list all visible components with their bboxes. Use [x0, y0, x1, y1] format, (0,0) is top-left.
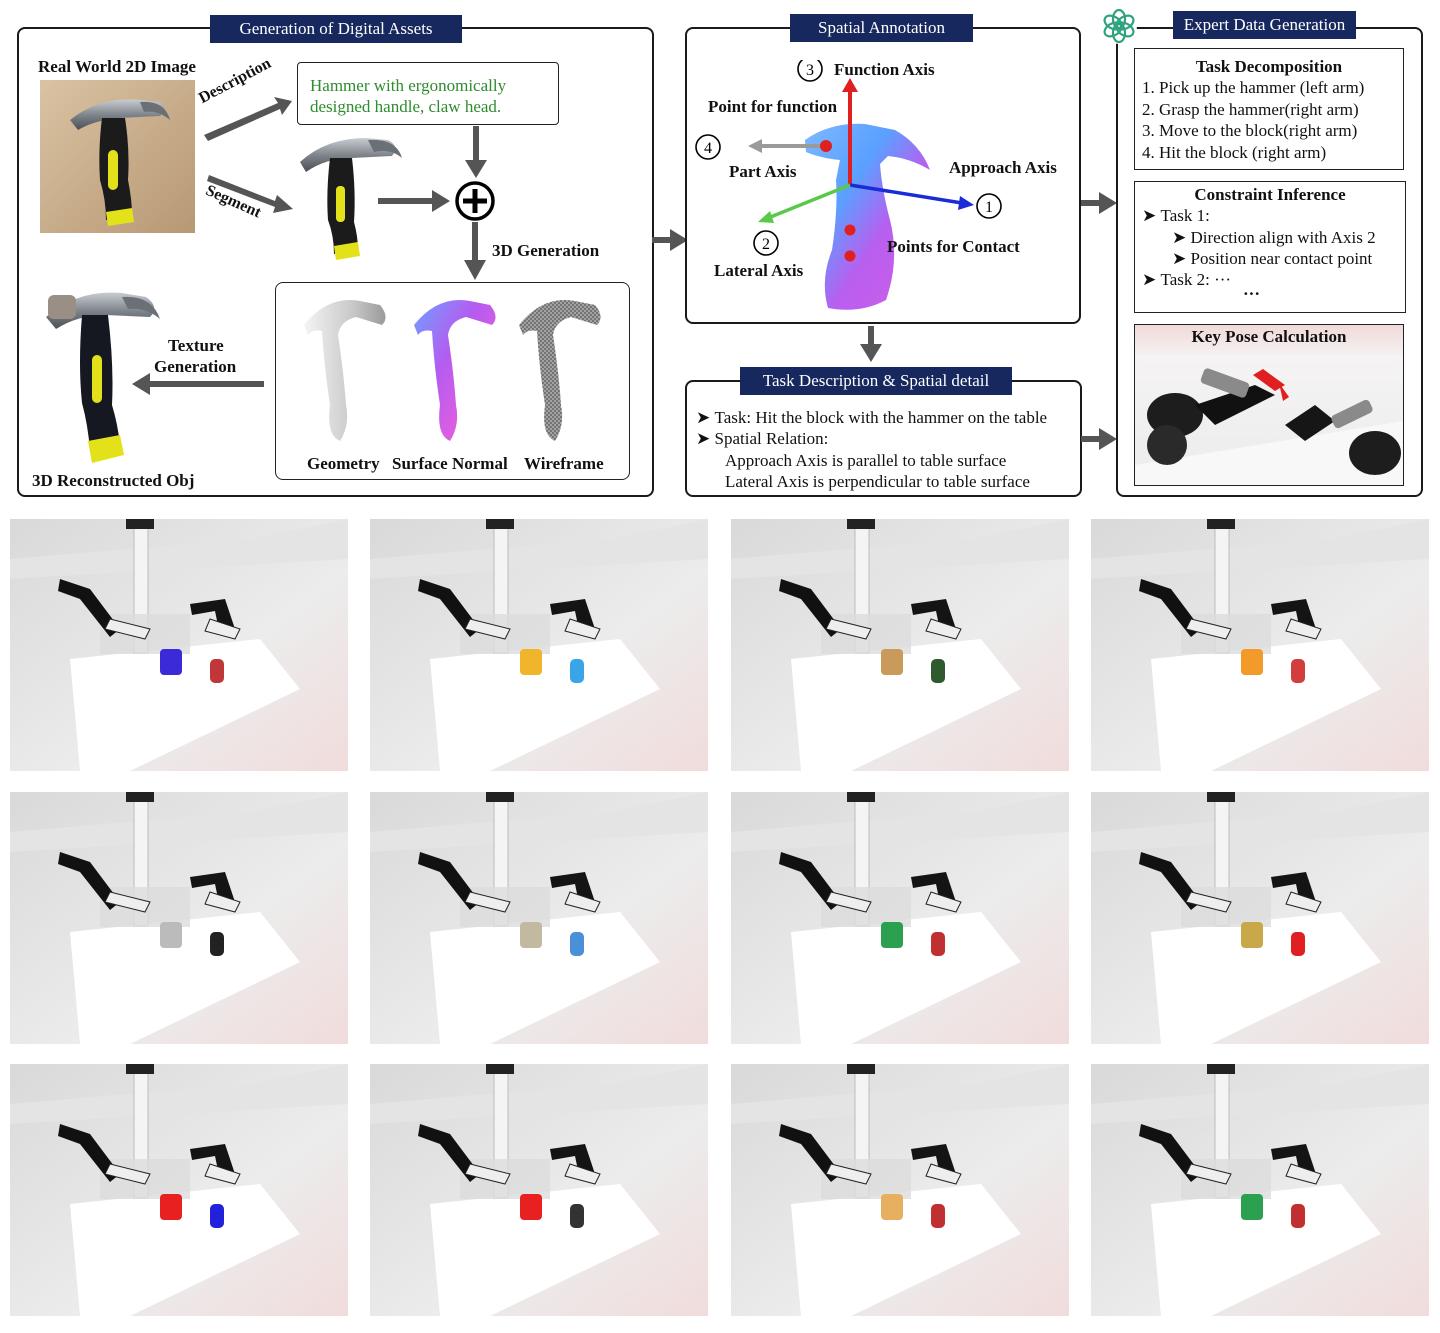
- description-box: [297, 62, 559, 125]
- scene-render: [370, 519, 708, 771]
- relation-2: Lateral Axis is perpendicular to table s…: [725, 472, 1030, 491]
- decomposition-box: [1134, 48, 1404, 170]
- plus-icon: [455, 181, 495, 221]
- constraint-box: [1134, 181, 1406, 313]
- relation-text: Spatial Relation:: [714, 429, 829, 448]
- function-axis-label: Function Axis: [834, 60, 935, 79]
- spatial-annotation-title: Spatial Annotation: [790, 14, 973, 42]
- description-line-1: Hammer with ergonomically: [310, 76, 507, 95]
- description-line-2: designed handle, claw head.: [310, 97, 502, 116]
- point-for-function-label: Point for function: [708, 97, 838, 116]
- constraint-task2-text: Task 2: ···: [1160, 270, 1232, 289]
- digital-assets-title: Generation of Digital Assets: [210, 15, 462, 43]
- constraint-task1-text: Task 1:: [1160, 206, 1210, 225]
- relation-line: ➤ Spatial Relation:: [696, 429, 829, 448]
- desc-to-plus-arrow: [465, 126, 487, 178]
- approach-axis-label: Approach Axis: [949, 158, 1057, 177]
- keypose-title: Key Pose Calculation: [1191, 327, 1347, 346]
- description-arrow: [204, 97, 292, 141]
- num-1: 1: [985, 199, 993, 216]
- surface-normal-render: [414, 300, 496, 441]
- task-line: ➤ Task: Hit the block with the hammer on…: [696, 408, 1048, 427]
- relation-1: Approach Axis is parallel to table surfa…: [725, 451, 1007, 470]
- gen3d-label: 3D Generation: [492, 241, 600, 260]
- constraint-c1: ➤ Direction align with Axis 2: [1172, 228, 1376, 247]
- scene-render: [1091, 1064, 1429, 1316]
- geometry-render: [304, 300, 386, 441]
- geometry-label: Geometry: [307, 454, 380, 473]
- scene-render: [731, 792, 1069, 1044]
- texture-arrow: [132, 373, 264, 395]
- assets-to-annotation-arrow: [652, 229, 688, 251]
- scene-render: [10, 519, 348, 771]
- real-hammer-photo: [40, 80, 195, 233]
- real-image-label: Real World 2D Image: [38, 57, 196, 76]
- scene-render: [370, 792, 708, 1044]
- decomposition-title: Task Decomposition: [1195, 57, 1343, 76]
- texture-label-1: Texture: [168, 336, 224, 355]
- plus-to-3d-arrow: [464, 222, 486, 280]
- num-4: 4: [704, 140, 712, 157]
- segment-to-plus-arrow: [378, 190, 450, 212]
- num-2: 2: [762, 236, 770, 253]
- wireframe-label: Wireframe: [524, 454, 604, 473]
- scene-render: [731, 519, 1069, 771]
- constraint-ellipsis: ···: [1243, 284, 1261, 303]
- scene-render: [1091, 519, 1429, 771]
- reconstructed-label: 3D Reconstructed Obj: [32, 471, 195, 490]
- expert-title: Expert Data Generation: [1173, 11, 1356, 39]
- decomp-step-2: 2. Grasp the hammer(right arm): [1142, 100, 1359, 119]
- points-for-contact-label: Points for Contact: [887, 237, 1020, 256]
- task-description-title: Task Description & Spatial detail: [740, 367, 1012, 395]
- reconstructed-hammer: [46, 292, 160, 463]
- constraint-task2: ➤ Task 2: ···: [1142, 270, 1232, 289]
- annotated-hammer: 3 4 1 2: [695, 60, 1002, 310]
- scene-render: [731, 1064, 1069, 1316]
- segment-arrow: [207, 175, 293, 213]
- decomp-step-3: 3. Move to the block(right arm): [1142, 121, 1358, 140]
- part-axis-label: Part Axis: [729, 162, 797, 181]
- texture-label-2: Generation: [154, 357, 237, 376]
- scene-render: [370, 1064, 708, 1316]
- annotation-to-task-arrow: [860, 326, 882, 362]
- scene-render: [10, 792, 348, 1044]
- num-3: 3: [806, 62, 814, 79]
- surface-normal-label: Surface Normal: [392, 454, 508, 473]
- keypose-render: [1135, 325, 1403, 485]
- openai-logo-icon: [1101, 8, 1137, 44]
- decomp-step-1: 1. Pick up the hammer (left arm): [1142, 78, 1365, 97]
- task-text: Task: Hit the block with the hammer on t…: [714, 408, 1048, 427]
- wireframe-render: [519, 300, 601, 441]
- annotation-to-expert-arrow: [1081, 192, 1117, 214]
- constraint-c1-text: Direction align with Axis 2: [1190, 228, 1376, 247]
- scene-render: [10, 1064, 348, 1316]
- decomp-step-4: 4. Hit the block (right arm): [1142, 143, 1327, 162]
- segmented-hammer: [300, 138, 402, 260]
- constraint-c2-text: Position near contact point: [1190, 249, 1373, 268]
- task-to-expert-arrow: [1081, 428, 1117, 450]
- constraint-c2: ➤ Position near contact point: [1172, 249, 1373, 268]
- lateral-axis-label: Lateral Axis: [714, 261, 804, 280]
- scene-render: [1091, 792, 1429, 1044]
- constraint-title: Constraint Inference: [1194, 185, 1346, 204]
- constraint-task1: ➤ Task 1:: [1142, 206, 1210, 225]
